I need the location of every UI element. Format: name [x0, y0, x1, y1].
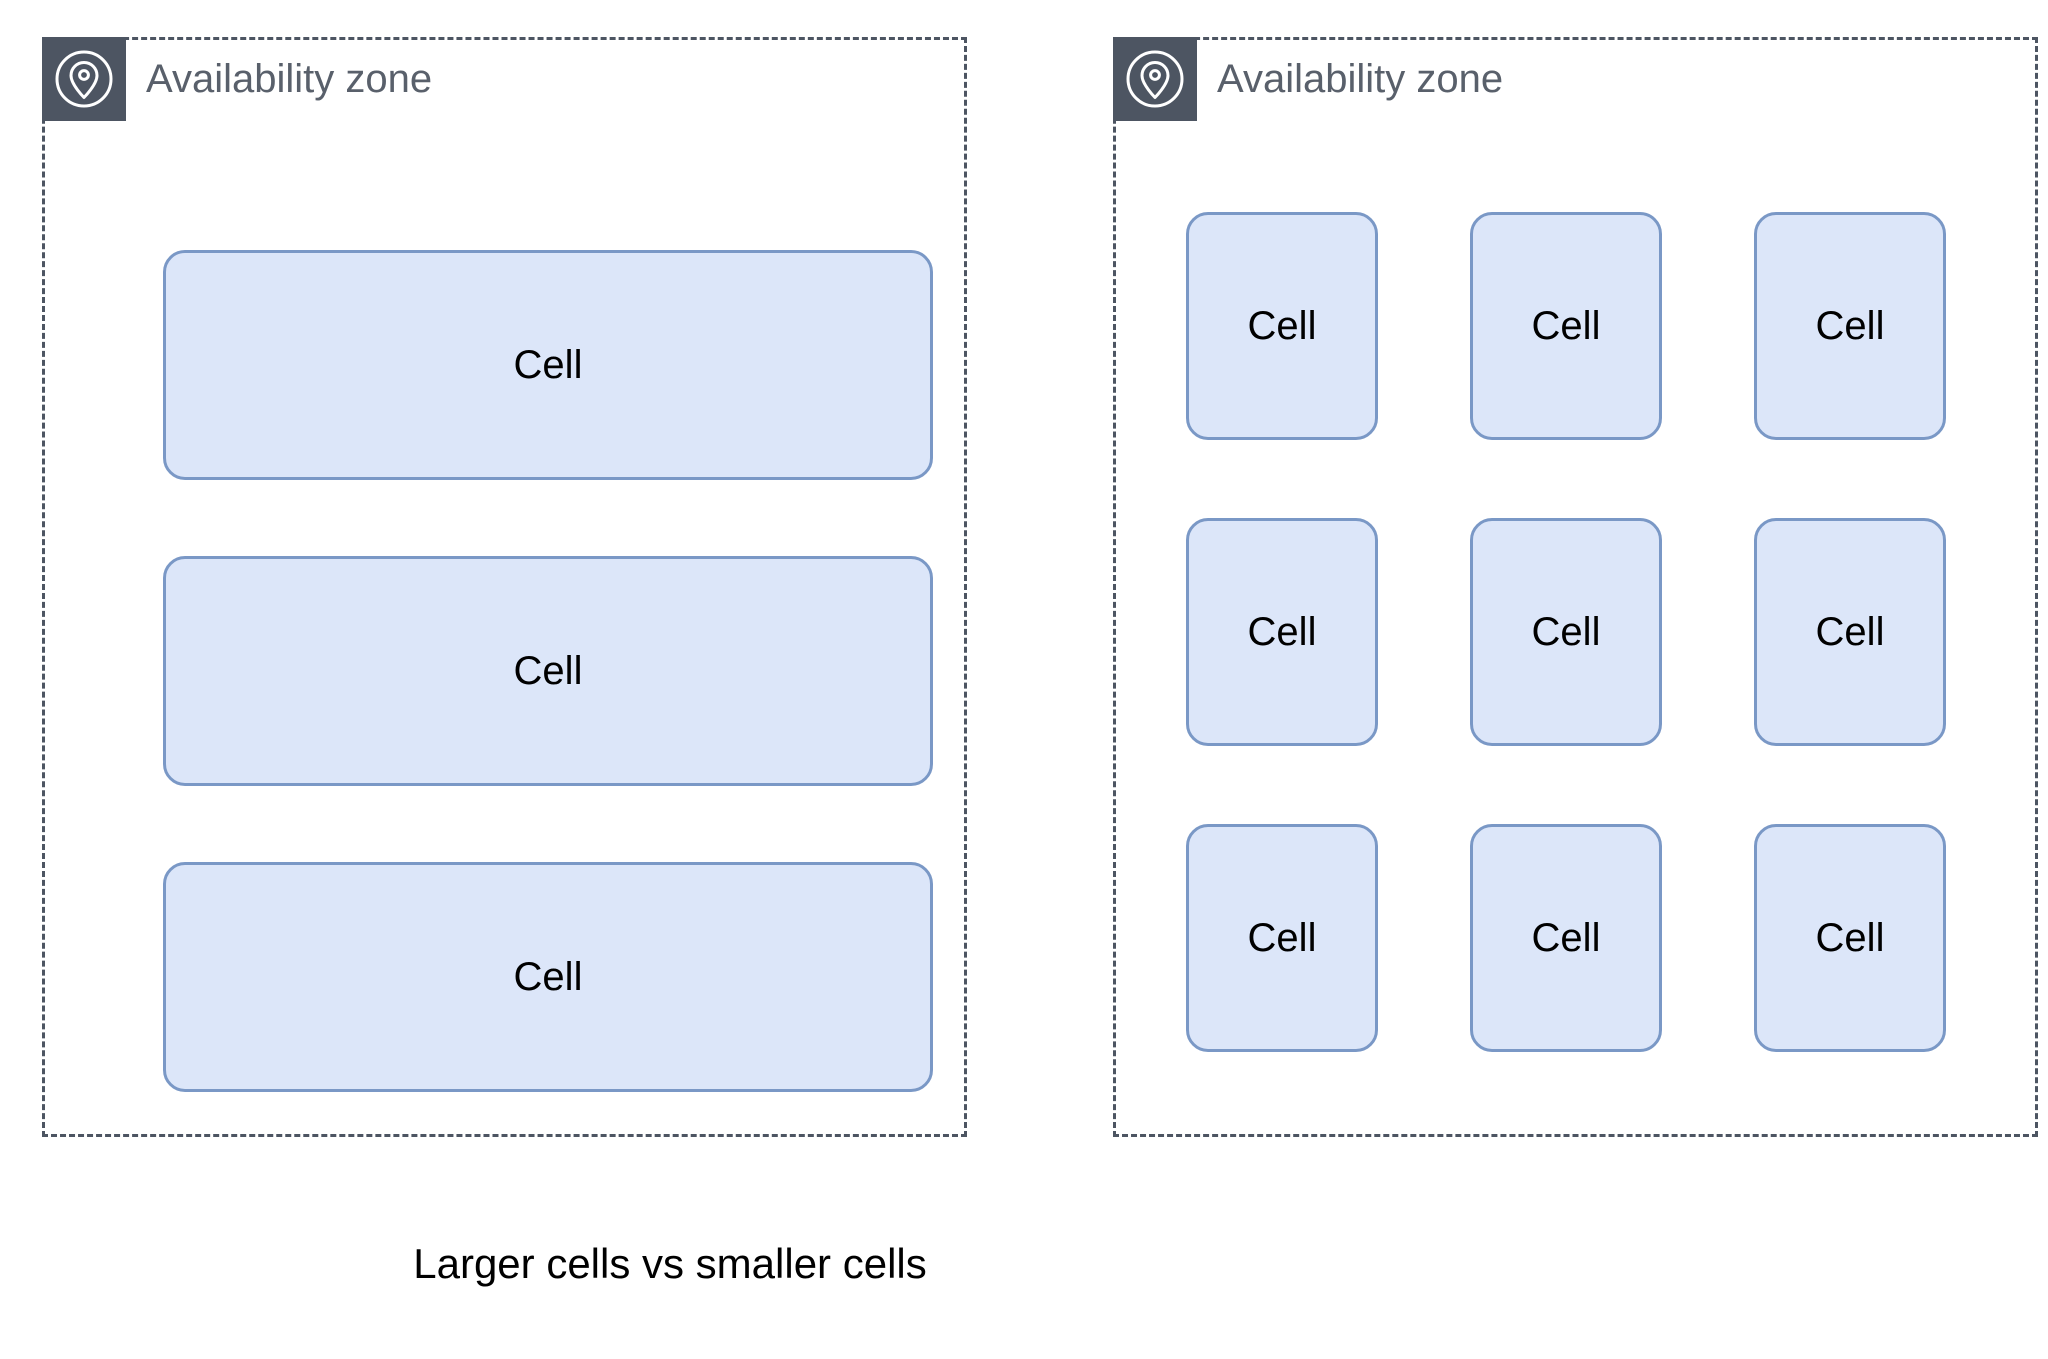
- zone-header-right: Availability zone: [1113, 37, 1503, 121]
- availability-zone-right: Availability zone Cell Cell Cell Cell Ce…: [1113, 37, 2038, 1137]
- cell-label: Cell: [513, 648, 583, 693]
- cell-box[interactable]: Cell: [163, 250, 933, 480]
- zone-header-left: Availability zone: [42, 37, 432, 121]
- cell-label: Cell: [513, 954, 583, 999]
- availability-zone-left: Availability zone Cell Cell Cell: [42, 37, 967, 1137]
- cell-label: Cell: [1815, 609, 1885, 654]
- cell-box[interactable]: Cell: [1470, 824, 1662, 1052]
- cell-box[interactable]: Cell: [163, 556, 933, 786]
- cell-box[interactable]: Cell: [1186, 824, 1378, 1052]
- cell-label: Cell: [1247, 609, 1317, 654]
- zone-title-right: Availability zone: [1217, 57, 1504, 101]
- cell-box[interactable]: Cell: [1754, 824, 1946, 1052]
- cell-label: Cell: [1531, 303, 1601, 348]
- cell-box[interactable]: Cell: [1754, 212, 1946, 440]
- cell-box[interactable]: Cell: [1186, 518, 1378, 746]
- diagram-caption: Larger cells vs smaller cells: [413, 1240, 927, 1287]
- cell-box[interactable]: Cell: [1754, 518, 1946, 746]
- cell-box[interactable]: Cell: [1470, 518, 1662, 746]
- location-pin-icon: [1113, 37, 1197, 121]
- cell-label: Cell: [1247, 303, 1317, 348]
- zone-title-left: Availability zone: [146, 57, 433, 101]
- cell-label: Cell: [1531, 915, 1601, 960]
- cell-label: Cell: [513, 342, 583, 387]
- cell-box[interactable]: Cell: [1470, 212, 1662, 440]
- location-pin-icon: [42, 37, 126, 121]
- cell-label: Cell: [1247, 915, 1317, 960]
- cell-label: Cell: [1815, 303, 1885, 348]
- cell-label: Cell: [1815, 915, 1885, 960]
- cell-box[interactable]: Cell: [163, 862, 933, 1092]
- cell-box[interactable]: Cell: [1186, 212, 1378, 440]
- cell-label: Cell: [1531, 609, 1601, 654]
